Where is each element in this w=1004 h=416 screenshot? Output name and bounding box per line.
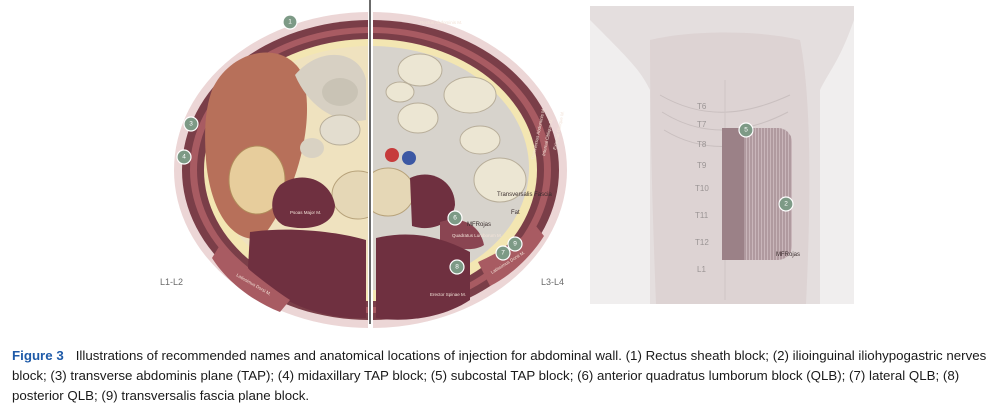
cross-section-right: Quadratus Lumborum M. Erector Spinae M. …	[373, 12, 567, 328]
level-label-right: L3-L4	[541, 277, 564, 287]
dermatome-T6: T6	[697, 102, 707, 111]
dermatome-T10: T10	[695, 184, 709, 193]
muscle-label-psoas: Psoas Major M.	[290, 210, 321, 215]
anatomy-figure: Psoas Major M. Latissimus Dorsi M. L1-L2…	[160, 0, 854, 328]
dermatome-T11: T11	[695, 211, 709, 220]
svg-text:3: 3	[189, 121, 193, 128]
dermatome-L1: L1	[697, 265, 706, 274]
marker-8: 8	[449, 259, 465, 275]
figure-label: Figure 3	[12, 348, 64, 363]
svg-text:1: 1	[288, 19, 292, 26]
dermatome-T9: T9	[697, 161, 707, 170]
muscle-label-rectus: Rectus Abdominis M.	[420, 20, 462, 25]
label-transversalis-fascia: Transversalis Fascia	[497, 192, 552, 198]
svg-text:6: 6	[453, 215, 457, 222]
caption-text: Illustrations of recommended names and a…	[12, 348, 987, 403]
signature-cross-section: MFRojas	[467, 222, 491, 228]
signature-torso: MFRojas	[776, 252, 800, 258]
level-label-left: L1-L2	[160, 277, 183, 287]
torso-illustration: T6 T7 T8 T9 T10 T11 T12 L1 MFRojas	[590, 6, 854, 304]
svg-text:4: 4	[182, 154, 186, 161]
marker-9: 9	[507, 236, 523, 252]
dermatome-T7: T7	[697, 120, 707, 129]
marker-5: 5	[738, 122, 754, 138]
svg-text:8: 8	[455, 264, 459, 271]
marker-1: 1	[282, 14, 298, 30]
marker-4: 4	[176, 149, 192, 165]
muscle-label-quadratus: Quadratus Lumborum M.	[452, 233, 502, 238]
svg-text:9: 9	[513, 241, 517, 248]
cross-section-left: Psoas Major M. Latissimus Dorsi M. L1-L2	[160, 12, 368, 328]
marker-6: 6	[447, 210, 463, 226]
marker-2: 2	[778, 196, 794, 212]
svg-text:5: 5	[744, 127, 748, 134]
dermatome-T12: T12	[695, 238, 709, 247]
dermatome-T8: T8	[697, 140, 707, 149]
label-fat: Fat	[511, 210, 520, 216]
marker-3: 3	[183, 116, 199, 132]
svg-text:7: 7	[501, 250, 505, 257]
svg-text:2: 2	[784, 201, 788, 208]
marker-7: 7	[495, 245, 511, 261]
muscle-label-erector: Erector Spinae M.	[430, 292, 466, 297]
